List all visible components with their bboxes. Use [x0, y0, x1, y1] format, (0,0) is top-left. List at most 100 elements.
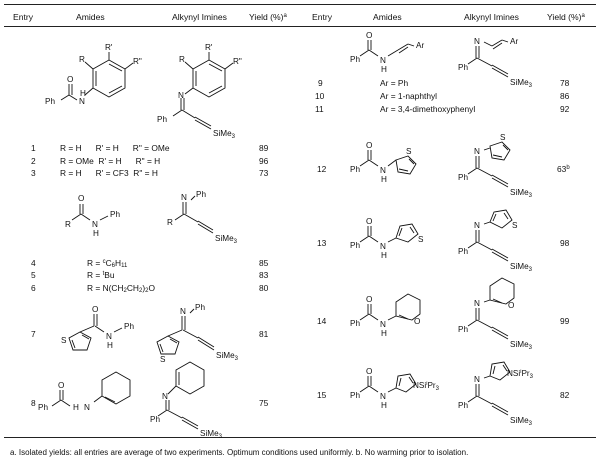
- header-entry-left: Entry: [13, 12, 34, 22]
- label-O: O: [67, 75, 73, 84]
- table-top-rule: [4, 4, 596, 5]
- row-yield: 92: [560, 104, 570, 114]
- row-yield: 86: [560, 91, 570, 101]
- label-Ph: Ph: [124, 322, 134, 331]
- label-H: H: [381, 401, 387, 410]
- header-amides-right: Amides: [373, 12, 402, 22]
- row-entry: 5: [31, 270, 36, 280]
- label-Ph: Ph: [458, 325, 468, 334]
- row-yield-value: 63: [557, 164, 567, 174]
- structure-cyclohexenyl-imine: N Ph SiMe3: [150, 361, 223, 440]
- label-NSiiPr3: NSiiPr3: [413, 381, 440, 392]
- label-N: N: [474, 221, 480, 230]
- structure-imine-aryl: R R' R" N Ph SiMe3: [157, 43, 242, 140]
- row-entry: 13: [317, 238, 327, 248]
- label-S: S: [418, 235, 424, 244]
- label-R: R: [179, 55, 185, 64]
- label-R: R: [79, 55, 85, 64]
- row-yield: 96: [259, 156, 269, 166]
- aryl-ring: [92, 59, 126, 98]
- label-N: N: [106, 332, 112, 341]
- label-O: O: [366, 141, 372, 150]
- label-Ar: Ar: [510, 37, 518, 46]
- label-Ph: Ph: [458, 173, 468, 182]
- label-R1: R': [105, 43, 113, 52]
- thiophene-ring: [395, 223, 419, 243]
- label-H: H: [93, 229, 99, 238]
- label-Ph: Ph: [110, 210, 120, 219]
- cyclohexene-ring: [175, 361, 205, 395]
- structure-thienyl-amide: O Ph N H S: [350, 141, 417, 184]
- header-yield-right-sup: a: [581, 13, 585, 19]
- structure-dihydropyran-imine: N O Ph SiMe3: [458, 277, 533, 351]
- label-O: O: [366, 367, 372, 376]
- label-NSiiPr3: NSiiPr3: [507, 369, 534, 380]
- row-entry: 2: [31, 156, 36, 166]
- row-substituents: R = N(CH2CH2)2O: [87, 283, 155, 294]
- label-Ph: Ph: [350, 319, 360, 328]
- structure-amide-aryl: R R' R" O H N Ph: [45, 43, 142, 106]
- row-entry: 14: [317, 316, 327, 326]
- structure-pyrrolyl-amide: O Ph N H NSiiPr3: [350, 367, 440, 410]
- label-N: N: [474, 299, 480, 308]
- label-N: N: [92, 220, 98, 229]
- label-Ar: Ar: [416, 41, 424, 50]
- label-N: N: [474, 147, 480, 156]
- label-S: S: [61, 336, 67, 345]
- row-yield: 80: [259, 283, 269, 293]
- label-H: H: [80, 89, 86, 98]
- structure-amide-generic: O R N H Ph: [65, 194, 120, 238]
- row-entry: 1: [31, 143, 36, 153]
- label-Ph: Ph: [350, 55, 360, 64]
- thiophene-ring: [68, 331, 92, 351]
- row-yield: 89: [259, 143, 269, 153]
- label-N: N: [474, 375, 480, 384]
- label-SiMe3: SiMe3: [216, 351, 239, 362]
- table-bottom-rule: [4, 437, 596, 438]
- label-N: N: [380, 392, 386, 401]
- label-O-ring: O: [508, 301, 514, 310]
- label-SiMe3: SiMe3: [200, 429, 223, 440]
- imine-aryl-ring: [192, 59, 226, 98]
- thiophene-ring: [395, 155, 417, 175]
- label-SiMe3: SiMe3: [510, 78, 533, 89]
- label-SiMe3: SiMe3: [510, 416, 533, 427]
- label-N: N: [180, 307, 186, 316]
- label-S: S: [160, 355, 166, 364]
- row-substituents: R = H R' = H R" = OMe: [60, 143, 170, 153]
- row-entry: 3: [31, 168, 36, 178]
- row-substituents: Ar = 3,4-dimethoxyphenyl: [380, 104, 476, 114]
- row-yield: 81: [259, 329, 269, 339]
- row-yield: 78: [560, 78, 570, 88]
- row-entry: 4: [31, 258, 36, 268]
- label-S: S: [512, 221, 518, 230]
- label-Ph: Ph: [150, 415, 160, 424]
- row-yield: 73: [259, 168, 269, 178]
- row-substituents: Ar = 1-naphthyl: [380, 91, 438, 101]
- label-N: N: [380, 242, 386, 251]
- structure-enimine: N Ar Ph SiMe3: [458, 37, 533, 89]
- label-Ph: Ph: [458, 63, 468, 72]
- label-Ph: Ph: [38, 403, 48, 412]
- dihydropyran-ring: [489, 277, 515, 305]
- row-substituents: R = tBu: [87, 270, 115, 280]
- header-imines-right: Alkynyl Imines: [464, 12, 519, 22]
- structure-thiophene-imine: S N Ph SiMe3: [156, 303, 239, 364]
- label-H: H: [73, 403, 79, 412]
- row-substituents: R = OMe R' = H R" = H: [60, 156, 161, 166]
- row-yield-sup: b: [566, 165, 570, 171]
- label-Ph: Ph: [45, 97, 55, 106]
- dihydropyran-ring: [395, 293, 421, 321]
- pyrrole-ring: [489, 361, 511, 381]
- label-N: N: [162, 392, 168, 401]
- structure-thienyl-imine: N S Ph SiMe3: [458, 133, 533, 199]
- structure-pyrrolyl-imine: N NSiiPr3 Ph SiMe3: [458, 361, 534, 427]
- header-yield-right-text: Yield (%): [547, 12, 582, 22]
- label-Ph: Ph: [350, 165, 360, 174]
- label-N: N: [380, 166, 386, 175]
- row-entry: 12: [317, 164, 327, 174]
- label-SiMe3: SiMe3: [213, 129, 236, 140]
- pyrrole-ring: [395, 373, 417, 393]
- row-yield: 99: [560, 316, 570, 326]
- label-O: O: [366, 295, 372, 304]
